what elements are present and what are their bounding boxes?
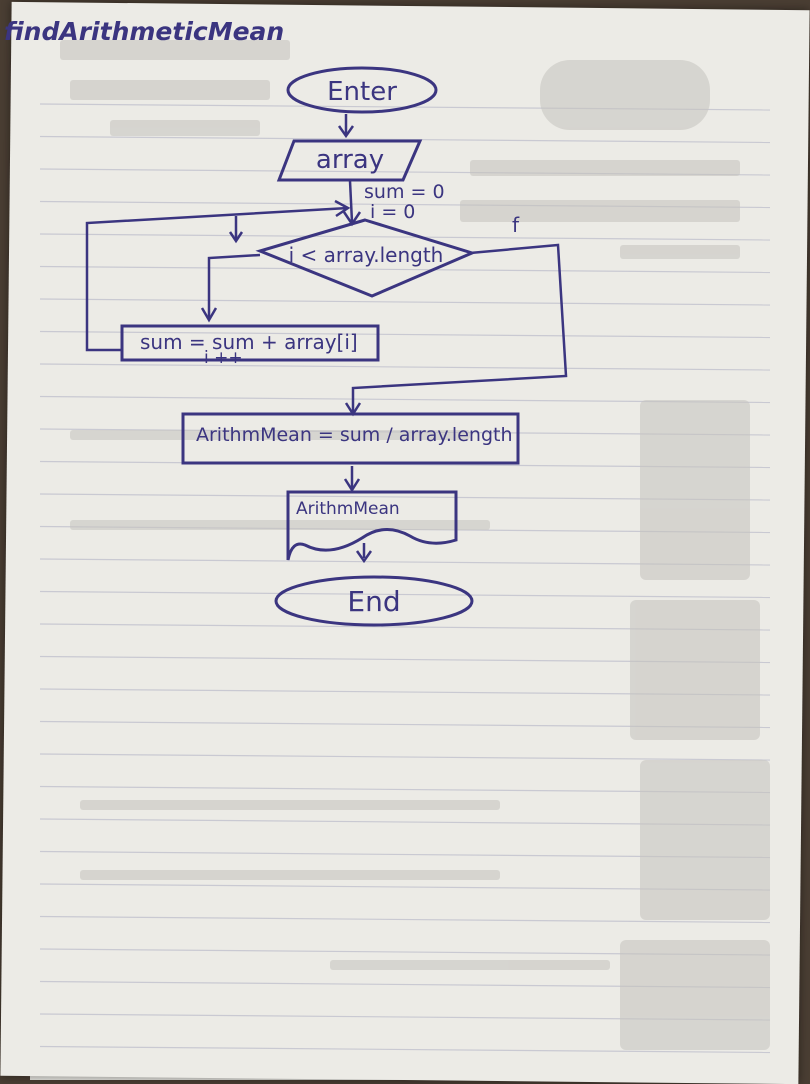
arrow-compute-to-output xyxy=(343,466,361,493)
ruled-line xyxy=(39,233,771,241)
arrow-input-to-condition xyxy=(342,180,362,227)
compute-mean-box xyxy=(181,412,520,465)
diagram-title: findArithmeticMean xyxy=(4,17,284,46)
bleed-through-marks xyxy=(60,40,770,1050)
ruled-line xyxy=(39,330,771,339)
ruled-line xyxy=(39,298,771,306)
start-terminator xyxy=(286,66,438,114)
condition-diamond xyxy=(255,218,477,298)
arrow-output-to-end xyxy=(355,543,373,564)
end-label: End xyxy=(347,585,400,618)
compute-mean-text: ArithmMean = sum / array.length xyxy=(196,424,513,446)
ruled-line xyxy=(39,915,771,924)
init-sum-text: sum = 0 xyxy=(364,181,445,203)
start-label: Enter xyxy=(327,77,397,107)
false-branch-label: f xyxy=(512,213,520,237)
loop-body-box xyxy=(120,324,380,362)
ruled-line xyxy=(39,753,771,761)
output-document-shape xyxy=(286,490,458,561)
condition-label: i < array.length xyxy=(289,243,444,267)
ruled-line xyxy=(39,265,771,274)
loop-body-sum-text: sum = sum + array[i] xyxy=(140,330,358,354)
arrow-condition-true xyxy=(200,253,261,323)
ruled-line xyxy=(39,590,771,599)
output-label: ArithmMean xyxy=(296,499,400,519)
end-terminator xyxy=(274,575,474,627)
arrow-start-to-input xyxy=(337,114,355,139)
loop-back-arrowhead xyxy=(334,199,351,218)
input-parallelogram xyxy=(276,139,423,182)
loop-back-marker xyxy=(228,216,244,244)
init-i-text: i = 0 xyxy=(370,201,415,223)
ruled-line xyxy=(39,1045,771,1054)
ruled-line xyxy=(39,363,771,371)
loop-back-line xyxy=(85,206,349,352)
input-label: array xyxy=(316,145,384,175)
loop-body-increment-text: i ++ xyxy=(204,348,243,368)
